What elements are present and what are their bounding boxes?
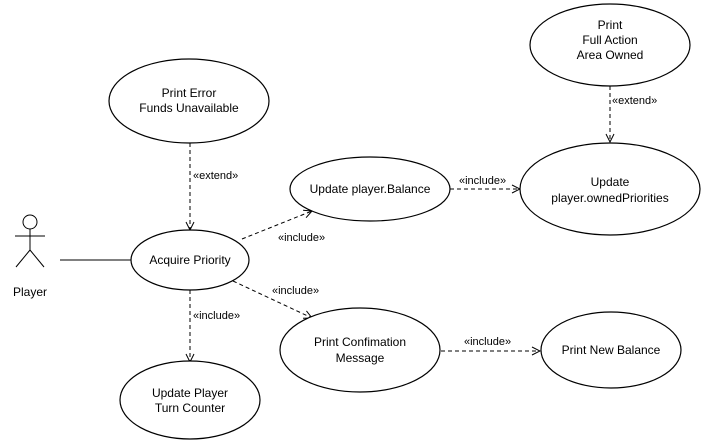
stereo-include-owned: «include» <box>459 175 506 187</box>
stereo-include-confirmation: «include» <box>272 285 319 297</box>
svg-text:Update Player: Update Player <box>152 386 228 400</box>
stereo-extend-error: «extend» <box>193 170 238 182</box>
stereo-include-turn-counter: «include» <box>193 310 240 322</box>
svg-text:Update: Update <box>591 175 630 189</box>
svg-text:Full Action: Full Action <box>582 33 637 47</box>
svg-text:Turn Counter: Turn Counter <box>155 401 225 415</box>
stereo-extend-full-action: «extend» <box>612 95 657 107</box>
actor-label: Player <box>13 285 47 299</box>
svg-text:Update player.Balance: Update player.Balance <box>310 182 431 196</box>
use-case-update-balance: Update player.Balance <box>289 156 451 222</box>
actor-right-leg <box>29 249 45 268</box>
use-case-print-error: Print Error Funds Unavailable <box>108 58 270 144</box>
use-case-print-new-balance: Print New Balance <box>540 311 682 389</box>
use-case-acquire-priority: Acquire Priority <box>130 229 250 291</box>
use-case-print-full-action: Print Full Action Area Owned <box>529 3 691 87</box>
stereo-include-new-balance: «include» <box>464 336 511 348</box>
svg-text:Print Error: Print Error <box>162 86 217 100</box>
edge-include-confirmation <box>232 280 312 318</box>
use-case-print-confirmation: Print Confimation Message <box>279 307 441 393</box>
svg-text:Funds Unavailable: Funds Unavailable <box>139 101 239 115</box>
svg-text:Print Confimation: Print Confimation <box>314 335 406 349</box>
svg-text:Acquire Priority: Acquire Priority <box>149 253 230 267</box>
use-case-update-turn-counter: Update Player Turn Counter <box>119 360 261 440</box>
stereo-include-balance: «include» <box>278 232 325 244</box>
actor-head <box>22 214 38 230</box>
use-case-update-owned-priorities: Update player.ownedPriorities <box>519 142 701 236</box>
svg-text:Print: Print <box>598 18 623 32</box>
svg-text:player.ownedPriorities: player.ownedPriorities <box>551 191 668 205</box>
svg-text:Area Owned: Area Owned <box>577 48 644 62</box>
svg-text:Message: Message <box>336 351 385 365</box>
edge-include-balance <box>241 211 312 240</box>
actor-left-leg <box>15 249 31 268</box>
svg-text:Print New Balance: Print New Balance <box>562 343 661 357</box>
actor-player: Player <box>13 214 47 299</box>
